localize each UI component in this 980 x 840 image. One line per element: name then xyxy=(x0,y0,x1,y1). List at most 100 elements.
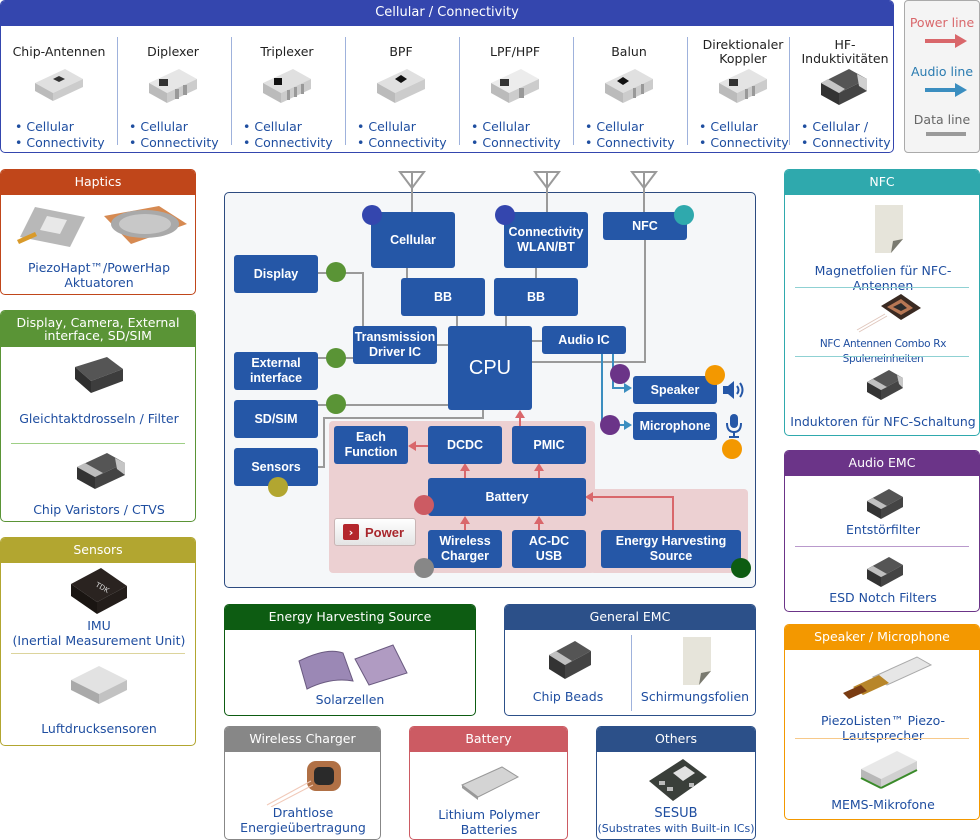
block-wireless-charger[interactable]: Wireless Charger xyxy=(428,530,502,568)
cellular-connectivity-panel: Cellular / Connectivity Chip-AntennenCel… xyxy=(0,0,894,153)
cellular-column-title: Direktionaler Koppler xyxy=(702,37,784,66)
speaker-marker-dot[interactable] xyxy=(705,365,725,385)
cellular-link[interactable]: Cellular xyxy=(243,119,333,135)
speaker-separator xyxy=(795,738,969,739)
nfc-item-link-0[interactable]: Magnetfolien für NFC-Antennen xyxy=(814,263,952,293)
block-bb-connectivity[interactable]: BB xyxy=(494,278,578,316)
others-item-link-0[interactable]: SESUB xyxy=(654,806,698,821)
power-arrow-icon xyxy=(460,463,470,471)
power-button[interactable]: › Power xyxy=(334,518,416,546)
cellular-link[interactable]: Connectivity xyxy=(243,135,332,151)
power-line xyxy=(538,519,540,531)
cellular-link[interactable]: Connectivity xyxy=(699,135,788,151)
block-nfc[interactable]: NFC xyxy=(603,212,687,240)
block-sd-sim[interactable]: SD/SIM xyxy=(234,400,318,438)
cellular-link[interactable]: Connectivity xyxy=(585,135,674,151)
cellular-link[interactable]: Connectivity xyxy=(801,135,890,151)
sensors-item-link-1[interactable]: Luftdrucksensoren xyxy=(41,721,157,736)
microphone-marker-dot[interactable] xyxy=(722,439,742,459)
speaker-audio-emc-dot[interactable] xyxy=(610,364,630,384)
battery-panel: Battery Lithium Polymer Batteries xyxy=(409,726,568,840)
sensors-item-link-0[interactable]: IMU (Inertial Measurement Unit) xyxy=(12,618,186,648)
cellular-column-links: Cellular /Connectivity xyxy=(801,119,891,151)
block-transmission-driver[interactable]: Transmission Driver IC xyxy=(353,326,437,364)
display-item-link-1[interactable]: Chip Varistors / CTVS xyxy=(33,502,165,517)
cellular-link[interactable]: Connectivity xyxy=(129,135,218,151)
mic-audio-emc-dot[interactable] xyxy=(600,415,620,435)
general-emc-item-link-0[interactable]: Chip Beads xyxy=(532,689,604,704)
block-sensors[interactable]: Sensors xyxy=(234,448,318,486)
block-acdc-usb[interactable]: AC-DC USB xyxy=(512,530,586,568)
display-camera-panel: Display, Camera, External interface, SD/… xyxy=(0,310,196,522)
energy-panel-title: Energy Harvesting Source xyxy=(225,605,475,630)
block-speaker[interactable]: Speaker xyxy=(633,376,717,404)
nfc-item-link-1[interactable]: NFC Antennen Combo Rx Spuleneinheiten xyxy=(819,338,947,365)
energy-item-link[interactable]: Solarzellen xyxy=(315,692,385,707)
legend-box: Power line Audio line Data line xyxy=(904,0,980,153)
display-marker-dot[interactable] xyxy=(326,262,346,282)
block-dcdc[interactable]: DCDC xyxy=(428,426,502,464)
nfc-marker-dot[interactable] xyxy=(674,205,694,225)
power-line xyxy=(464,519,466,531)
block-cellular[interactable]: Cellular xyxy=(371,212,455,268)
cellular-link[interactable]: Cellular xyxy=(15,119,105,135)
cellular-column: TriplexerCellularConnectivity xyxy=(233,37,341,151)
cellular-link[interactable]: Cellular xyxy=(585,119,675,135)
block-cpu[interactable]: CPU xyxy=(448,326,532,410)
block-bb-cellular[interactable]: BB xyxy=(401,278,485,316)
energy-marker-dot[interactable] xyxy=(731,558,751,578)
cellular-column-title: Balun xyxy=(611,44,647,59)
haptics-item-link[interactable]: PiezoHapt™/PowerHap Aktuatoren xyxy=(27,260,171,290)
cellular-link[interactable]: Cellular xyxy=(699,119,789,135)
cellular-link[interactable]: Cellular xyxy=(471,119,561,135)
nfc-item-link-2[interactable]: Induktoren für NFC-Schaltung xyxy=(790,414,976,429)
others-item-link-1[interactable]: (Substrates with Built-in ICs) xyxy=(597,822,755,835)
display-item-link-0[interactable]: Gleichtaktdrosseln / Filter xyxy=(19,411,179,426)
cellular-link[interactable]: Cellular / xyxy=(801,119,891,135)
block-each-function[interactable]: Each Function xyxy=(334,426,408,464)
cellular-column-title: Triplexer xyxy=(260,44,314,59)
nfc-separator-1 xyxy=(795,356,969,357)
general-emc-item-link-1[interactable]: Schirmungsfolien xyxy=(640,689,750,704)
cellular-marker-dot[interactable] xyxy=(362,205,382,225)
speaker-item-link-1[interactable]: MEMS-Mikrofone xyxy=(831,797,935,812)
battery-panel-title: Battery xyxy=(410,727,567,752)
external-marker-dot[interactable] xyxy=(326,348,346,368)
connectivity-marker-dot[interactable] xyxy=(495,205,515,225)
block-battery[interactable]: Battery xyxy=(428,478,586,516)
others-panel: Others SESUB (Substrates with Built-in I… xyxy=(596,726,756,840)
block-energy-harvesting[interactable]: Energy Harvesting Source xyxy=(601,530,741,568)
speaker-item-link-0[interactable]: PiezoListen™ Piezo-Lautsprecher xyxy=(821,713,945,743)
block-display[interactable]: Display xyxy=(234,255,318,293)
cellular-link[interactable]: Connectivity xyxy=(471,135,560,151)
chip-varistor-image xyxy=(77,453,125,489)
audio-emc-item-link-1[interactable]: ESD Notch Filters xyxy=(829,590,937,605)
battery-marker-dot[interactable] xyxy=(414,495,434,515)
cellular-link[interactable]: Connectivity xyxy=(357,135,446,151)
power-arrow-icon xyxy=(515,410,525,418)
cellular-link[interactable]: Cellular xyxy=(129,119,219,135)
block-external-interface[interactable]: External interface xyxy=(234,352,318,390)
cellular-link[interactable]: Connectivity xyxy=(15,135,104,151)
component-chip-image xyxy=(149,69,197,103)
sesub-module-image xyxy=(649,759,707,801)
wireless-item-link[interactable]: Drahtlose Energieübertragung xyxy=(240,805,366,835)
block-pmic[interactable]: PMIC xyxy=(512,426,586,464)
data-line xyxy=(323,417,484,419)
wireless-marker-dot[interactable] xyxy=(414,558,434,578)
audio-emc-item-link-0[interactable]: Entstörfilter xyxy=(846,522,920,537)
block-audio-ic[interactable]: Audio IC xyxy=(542,326,626,354)
battery-item-link[interactable]: Lithium Polymer Batteries xyxy=(438,807,540,837)
cellular-link[interactable]: Cellular xyxy=(357,119,447,135)
cellular-column-title: Diplexer xyxy=(147,44,199,59)
block-microphone[interactable]: Microphone xyxy=(633,412,717,440)
sensors-marker-dot[interactable] xyxy=(268,477,288,497)
sdsim-marker-dot[interactable] xyxy=(326,394,346,414)
wireless-panel-title: Wireless Charger xyxy=(225,727,380,752)
block-connectivity[interactable]: Connectivity WLAN/BT xyxy=(504,212,588,268)
